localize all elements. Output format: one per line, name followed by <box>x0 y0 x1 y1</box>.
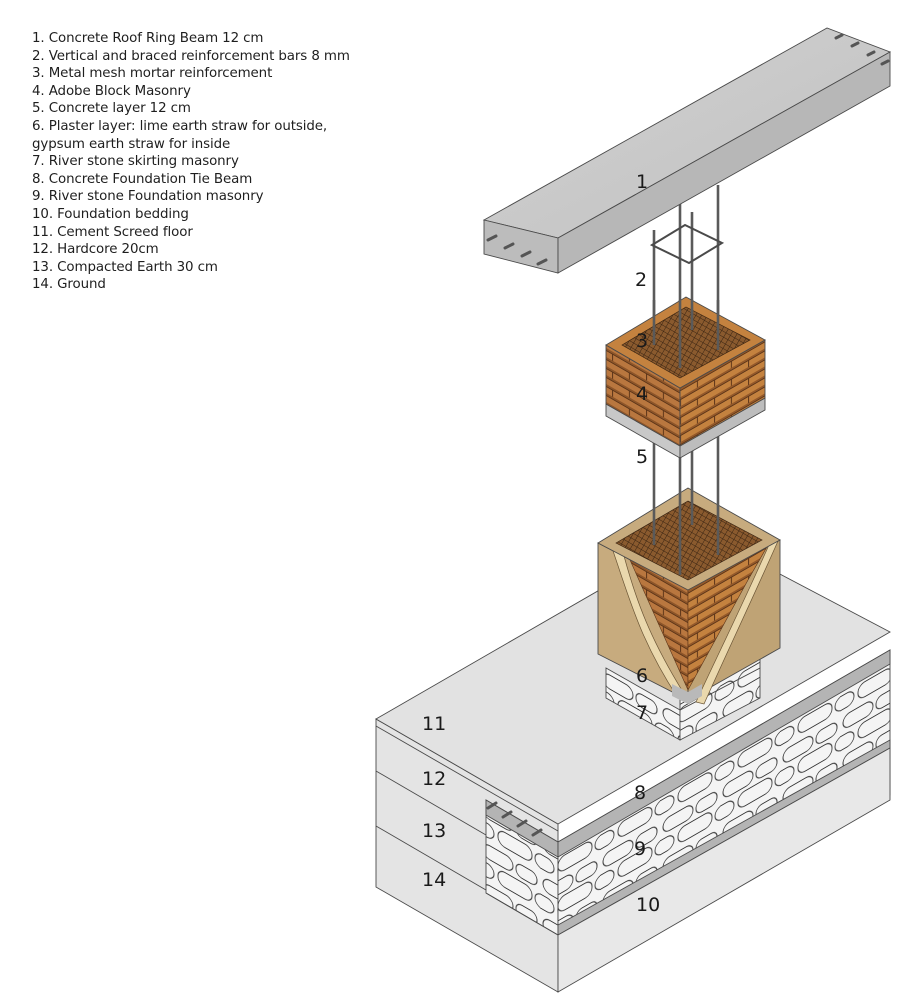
callout-1: 1 <box>636 171 648 193</box>
legend-item: 6. Plaster layer: lime earth straw for o… <box>32 118 328 134</box>
legend-item: 11. Cement Screed floor <box>32 224 193 240</box>
callout-12: 12 <box>422 768 446 790</box>
ground-right-face <box>557 747 891 993</box>
lower-adobe-column <box>597 487 781 705</box>
legend-item: 8. Concrete Foundation Tie Beam <box>32 171 253 187</box>
roof-ring-beam <box>482 27 892 274</box>
legend-item: 13. Compacted Earth 30 cm <box>32 259 218 275</box>
callout-6: 6 <box>636 665 648 687</box>
tie-beam-rebar-ends <box>486 801 543 837</box>
legend-item: 2. Vertical and braced reinforcement bar… <box>32 48 350 64</box>
legend-item: 1. Concrete Roof Ring Beam 12 cm <box>32 31 264 46</box>
legend-item: 5. Concrete layer 12 cm <box>32 101 191 117</box>
callout-10: 10 <box>636 894 660 916</box>
beam-top-face <box>482 27 892 239</box>
legend-item: 12. Hardcore 20cm <box>32 242 159 258</box>
plaster-inner-edge-right <box>695 537 779 705</box>
callout-7: 7 <box>636 702 648 724</box>
legend-item: gypsum earth straw for inside <box>32 136 231 152</box>
legend-item: 10. Foundation bedding <box>32 206 189 222</box>
callout-4: 4 <box>636 383 648 405</box>
callout-8: 8 <box>634 782 646 804</box>
legend-list: 1. Concrete Roof Ring Beam 12 cm 2. Vert… <box>32 30 350 294</box>
legend-item: 7. River stone skirting masonry <box>32 154 239 170</box>
rebar-stirrup <box>649 223 725 265</box>
foundation-block <box>375 531 891 993</box>
concrete-foundation-tie-beam <box>557 649 891 858</box>
callout-3: 3 <box>636 330 648 352</box>
beam-side-face <box>557 51 891 274</box>
legend-item: 9. River stone Foundation masonry <box>32 189 264 205</box>
upper-adobe-block <box>605 296 766 459</box>
beam-rebar-ends <box>486 33 890 266</box>
legend-item: 14. Ground <box>32 277 106 293</box>
callout-14: 14 <box>422 869 446 891</box>
callout-5: 5 <box>636 446 648 468</box>
callout-2: 2 <box>635 269 647 291</box>
callout-labels: 1 2 3 4 5 6 7 8 9 10 11 12 13 14 <box>422 171 660 916</box>
callout-11: 11 <box>422 713 446 735</box>
metal-mesh-lower <box>615 500 763 581</box>
callout-13: 13 <box>422 820 446 842</box>
legend-item: 3. Metal mesh mortar reinforcement <box>32 66 273 82</box>
callout-9: 9 <box>634 838 646 860</box>
legend-item: 4. Adobe Block Masonry <box>32 83 191 99</box>
